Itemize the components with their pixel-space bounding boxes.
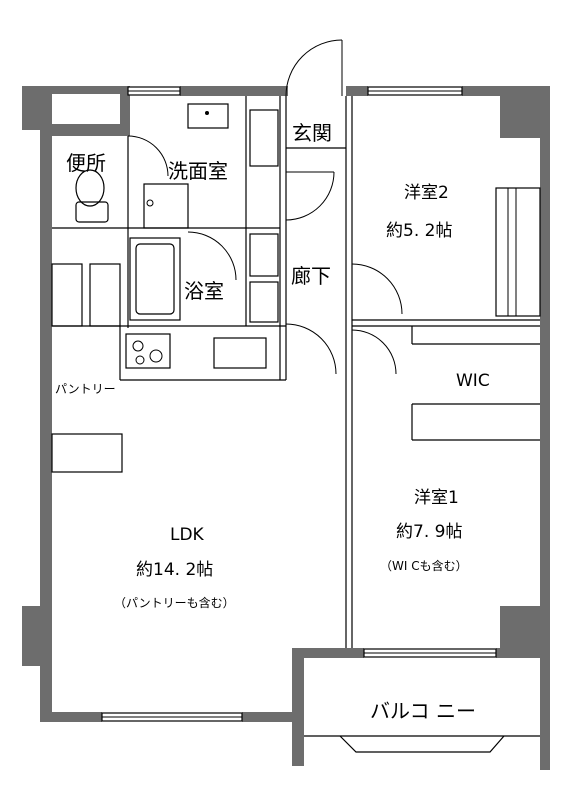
- fixtures: [51, 103, 541, 753]
- room-label-bedroom1-note: （WI Cも含む）: [380, 558, 468, 573]
- room-label-wic: WIC: [456, 371, 490, 391]
- room-label-pantry: パントリー: [55, 382, 116, 396]
- partitions: [51, 96, 540, 737]
- exterior-walls: [22, 86, 550, 770]
- windows: [101, 86, 497, 722]
- room-label-ldk-size: 約14. 2帖: [136, 560, 213, 580]
- doors: [127, 39, 403, 375]
- room-label-hallway: 廊下: [291, 264, 331, 288]
- room-label-bath: 浴室: [184, 279, 224, 303]
- room-label-toilet: 便所: [66, 151, 106, 175]
- room-label-washroom: 洗面室: [168, 159, 228, 183]
- room-label-ldk-note: （パントリーも含む）: [114, 595, 235, 610]
- room-label-bedroom2: 洋室2: [404, 183, 449, 203]
- room-label-bedroom1-size: 約7. 9帖: [396, 522, 462, 542]
- room-label-bedroom2-size: 約5. 2帖: [386, 221, 452, 241]
- room-label-entrance: 玄関: [292, 121, 332, 145]
- room-label-balcony: バルコ ニー: [370, 699, 476, 723]
- room-label-ldk: LDK: [170, 525, 205, 545]
- room-label-bedroom1: 洋室1: [414, 488, 459, 508]
